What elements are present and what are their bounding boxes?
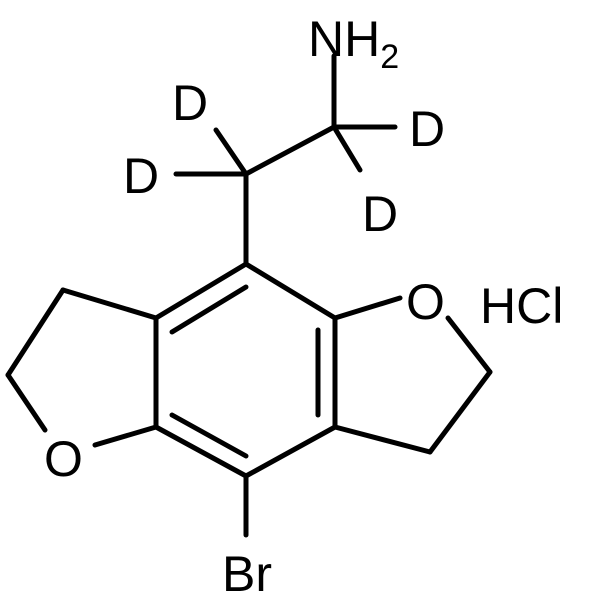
deuterium-label-right: D	[409, 101, 445, 157]
bond-oxygen-top-ch2	[445, 315, 493, 375]
oxygen-label-bottom: O	[44, 431, 83, 487]
bromine-label: Br	[222, 546, 272, 600]
bond-left-ch2-oxygen-bottom	[5, 372, 48, 433]
bond-ring-c9-c4	[153, 261, 249, 321]
bond-ring-c4-c5	[243, 261, 338, 321]
bond-oxygen-bottom-c8	[92, 424, 159, 448]
amine-label: NH2	[308, 11, 399, 76]
bond-ring-c5-oxygen-top	[332, 295, 403, 321]
bond-right-ch2-ch2	[427, 369, 493, 455]
deuterium-label-upper: D	[172, 75, 208, 131]
bond-right-ch2-c6	[332, 424, 433, 455]
bond-c2-deuterium-lower	[331, 124, 363, 173]
bond-aromatic-inner-1	[169, 284, 249, 335]
bond-ethyl-c-c	[243, 124, 337, 177]
deuterium-label-lower: D	[362, 186, 398, 242]
bond-ring-c6-c7	[243, 424, 338, 479]
bond-c1-deuterium-upper	[213, 127, 249, 177]
bond-aromatic-inner-3	[169, 412, 249, 459]
bond-left-ch2-ch2	[5, 287, 66, 378]
salt-label: HCl	[480, 278, 563, 334]
deuterium-label-left: D	[123, 148, 159, 204]
bond-ring-c7-c8	[153, 424, 249, 479]
oxygen-label-top: O	[406, 274, 445, 330]
bond-ring-c9-left-ch2	[60, 287, 159, 321]
